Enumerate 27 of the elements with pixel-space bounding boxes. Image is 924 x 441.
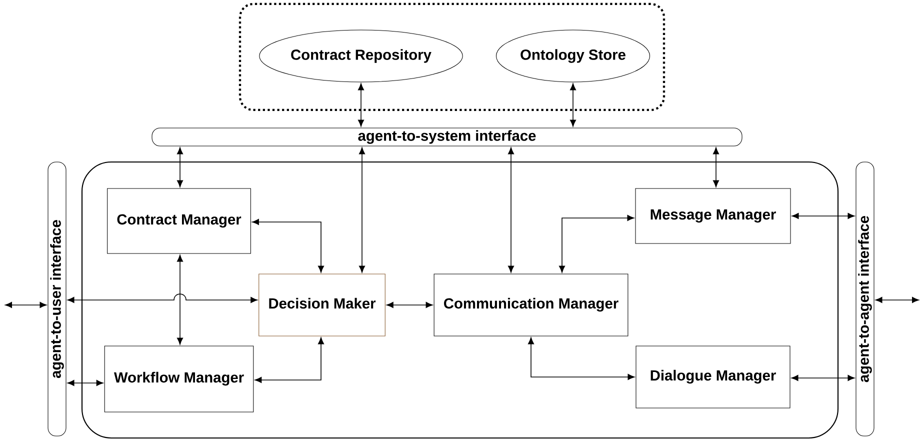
interface-band: agent-to-system interface <box>152 128 742 146</box>
arrow <box>177 147 183 188</box>
process-box: Workflow Manager <box>104 346 254 412</box>
arrow <box>5 302 47 308</box>
arrow <box>570 83 576 127</box>
arrow <box>67 380 104 386</box>
process-box: Dialogue Manager <box>636 346 790 408</box>
arrow <box>791 375 855 381</box>
arrow <box>508 147 514 273</box>
arrow <box>358 83 364 127</box>
interface-band: agent-to-agent interface <box>856 162 874 436</box>
process-box: Contract Manager <box>107 188 251 254</box>
arrow <box>713 147 719 188</box>
arrow <box>792 213 855 219</box>
arrow <box>67 294 258 303</box>
arrow <box>177 254 183 345</box>
arrow <box>528 337 635 380</box>
arrow <box>252 219 324 273</box>
process-box: Decision Maker <box>258 274 386 336</box>
interface-band: agent-to-user interface <box>48 162 66 436</box>
process-box: Message Manager <box>635 188 791 244</box>
arrow <box>254 337 324 383</box>
arrow <box>559 215 634 273</box>
arrow <box>386 302 433 308</box>
arrow <box>359 147 365 273</box>
process-box: Communication Manager <box>434 274 628 336</box>
arrow <box>875 297 919 303</box>
